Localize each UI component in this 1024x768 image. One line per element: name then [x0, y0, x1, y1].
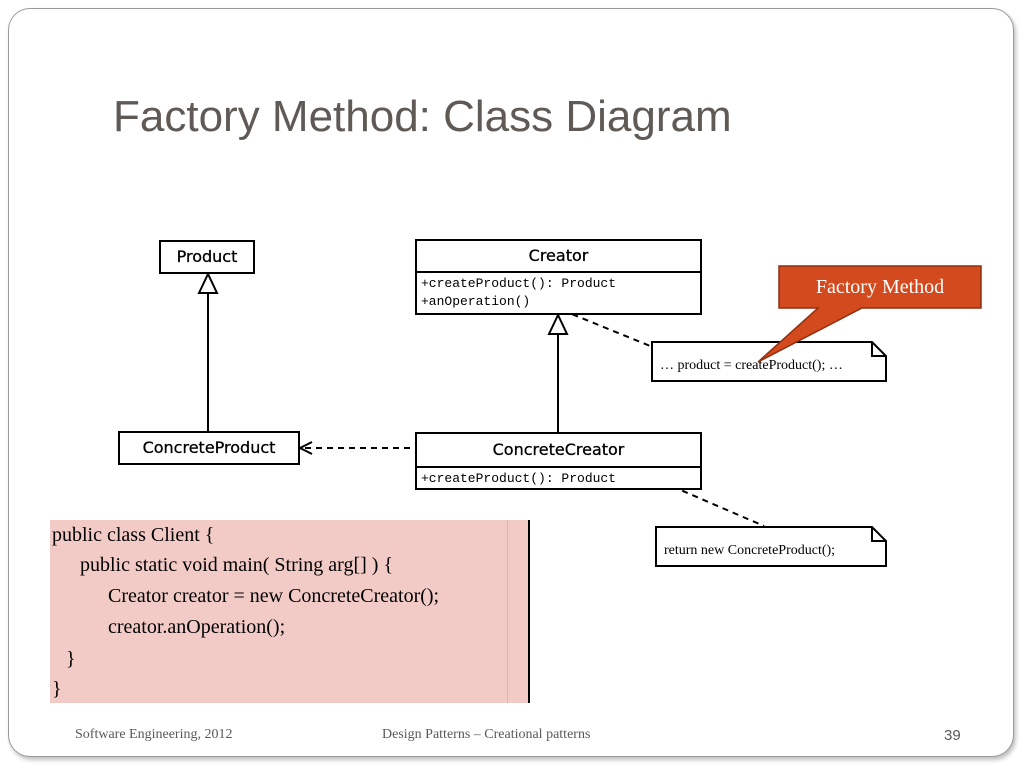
- code-line-4: creator.anOperation();: [108, 616, 286, 638]
- callout-factory-method: Factory Method: [815, 275, 945, 298]
- class-concrete-product-name: ConcreteProduct: [142, 438, 276, 457]
- class-concrete-creator-operations: +createProduct(): Product: [417, 466, 700, 490]
- code-line-3: Creator creator = new ConcreteCreator();: [108, 585, 440, 607]
- concrete-creator-op-create-product: +createProduct(): Product: [421, 471, 617, 486]
- code-line-1: public class Client {: [52, 524, 215, 546]
- page-number: 39: [944, 727, 961, 744]
- class-product-name: Product: [176, 247, 238, 266]
- class-concrete-product: ConcreteProduct: [118, 431, 300, 465]
- note-create-product: return new ConcreteProduct();: [664, 543, 836, 558]
- footer-topic: Design Patterns – Creational patterns: [382, 727, 591, 742]
- note-anchor-line-2: [661, 481, 765, 527]
- dependency-arrowhead: [297, 441, 313, 455]
- class-creator-operations: +createProduct(): Product +anOperation(): [417, 271, 700, 313]
- callout-bubble: [757, 265, 982, 363]
- slide-title: Factory Method: Class Diagram: [113, 92, 732, 141]
- note-shape-1: [651, 341, 887, 382]
- class-creator-name: Creator: [528, 246, 589, 265]
- code-line-6: }: [52, 678, 62, 700]
- note-anchor-line-1: [551, 305, 661, 351]
- note-an-operation: … product = createProduct(); …: [660, 358, 843, 373]
- creator-op-an-operation: +anOperation(): [421, 294, 531, 309]
- class-concrete-creator-name: ConcreteCreator: [492, 440, 625, 459]
- class-creator: Creator +createProduct(): Product +anOpe…: [415, 239, 702, 315]
- code-line-2: public static void main( String arg[] ) …: [80, 554, 394, 576]
- creator-op-create-product: +createProduct(): Product: [421, 276, 617, 291]
- class-concrete-creator: ConcreteCreator +createProduct(): Produc…: [415, 432, 702, 490]
- creator-inheritance-arrowhead: [547, 312, 569, 335]
- footer-course: Software Engineering, 2012: [75, 727, 233, 742]
- class-product: Product: [159, 240, 255, 274]
- code-line-5: }: [66, 648, 76, 670]
- client-code-block: [50, 520, 530, 703]
- note-shape-2: [655, 526, 887, 567]
- product-inheritance-arrowhead: [197, 271, 219, 294]
